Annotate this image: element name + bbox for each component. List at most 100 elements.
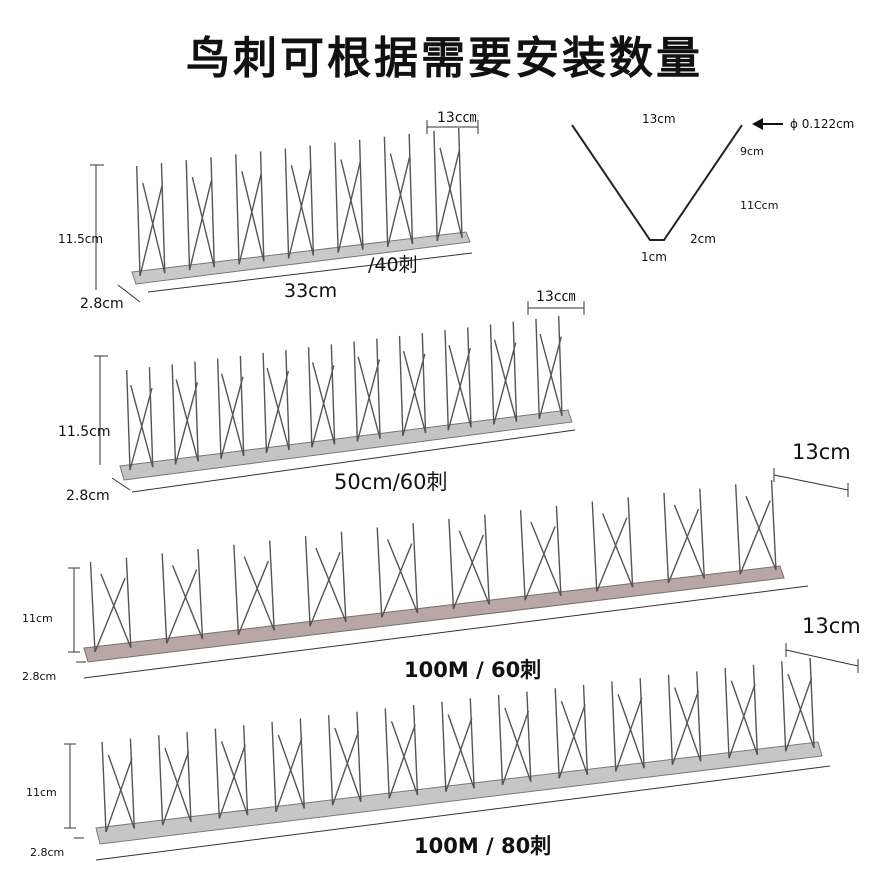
spike-wire — [307, 347, 313, 448]
spike-wire — [489, 324, 495, 425]
spike-wire — [241, 171, 265, 262]
spike-strip-1 — [131, 231, 471, 285]
spike-wire — [214, 728, 220, 819]
spike-wire — [493, 339, 518, 422]
spike-wire — [752, 664, 759, 755]
spike-wire — [501, 710, 530, 786]
spike-wire — [674, 687, 702, 762]
spike-wire — [591, 501, 598, 592]
spike-wire — [696, 671, 702, 762]
spike-wire — [387, 156, 411, 247]
spike-wire — [186, 731, 192, 822]
spike-wire — [734, 484, 741, 575]
spike-wire — [402, 350, 427, 434]
spike-wire — [781, 661, 787, 752]
spike-wire — [381, 543, 413, 618]
product-1-dimension-lines — [90, 120, 479, 303]
v-side-lower-label: 2cm — [690, 232, 716, 246]
product-2-base-width-label: 2.8cm — [66, 488, 110, 504]
spike-wire — [125, 557, 132, 648]
product-4-caption: 100M / 80刺 — [414, 834, 552, 858]
spike-wire — [158, 735, 164, 826]
spike-strip-4 — [95, 741, 823, 845]
spike-wire — [269, 540, 275, 631]
product-3-base-width-label: 2.8cm — [22, 670, 57, 683]
spikes-strip-4 — [101, 657, 815, 833]
spike-wire — [398, 335, 404, 436]
spike-wire — [390, 721, 419, 796]
spike-wire — [160, 163, 166, 274]
spike-wire — [94, 577, 126, 653]
spike-wire — [539, 333, 563, 417]
spike-wire — [259, 151, 265, 262]
spike-wire — [105, 757, 133, 833]
spike-wire — [558, 704, 586, 779]
spike-wire — [526, 691, 532, 782]
spike-wire — [386, 539, 419, 614]
spike-wire — [171, 564, 204, 640]
product-1-base-width-label: 2.8cm — [80, 296, 124, 312]
spike-wire — [389, 153, 414, 245]
v-top-width-label: 13cm — [642, 112, 676, 126]
spike-wire — [673, 504, 705, 579]
product-4-height-label: 11cm — [26, 786, 57, 799]
spike-wire — [448, 345, 472, 428]
spike-wire — [266, 367, 290, 451]
spike-wire — [538, 336, 562, 420]
product-2-spread-label: 13c㎝ — [536, 289, 576, 305]
spike-wire — [166, 569, 198, 644]
spike-wire — [412, 705, 419, 796]
spike-wire — [100, 573, 132, 648]
spike-wire — [512, 321, 518, 422]
spike-wire — [787, 673, 815, 749]
spike-wire — [130, 384, 154, 468]
spike-wire — [334, 727, 362, 802]
spike-wire — [452, 534, 485, 610]
v-wire-diameter-label: ϕ 0.122cm — [790, 117, 855, 131]
spike-wire — [311, 365, 335, 448]
spike-wire — [745, 495, 777, 571]
spike-wire — [493, 342, 517, 425]
spike-wire — [730, 680, 759, 755]
spike-wire — [530, 521, 562, 597]
spike-wire — [615, 697, 643, 772]
spike-wire — [617, 694, 645, 769]
spike-wire — [596, 517, 628, 592]
spike-wire — [376, 338, 381, 439]
spike-wire — [220, 376, 244, 459]
spike-wire — [243, 556, 275, 631]
spike-wire — [290, 165, 315, 256]
spike-wire — [383, 136, 389, 247]
spike-wire — [447, 714, 475, 789]
spike-wire — [436, 150, 460, 242]
product-1-spread-label: 13c㎝ — [437, 110, 477, 126]
spike-wire — [238, 173, 262, 265]
spike-wire — [330, 344, 336, 445]
spike-wire — [107, 754, 135, 829]
spike-wire — [671, 690, 700, 766]
spike-wire — [175, 379, 199, 462]
spike-wire — [785, 677, 813, 752]
spike-wire — [448, 518, 455, 609]
spike-wire — [265, 370, 290, 454]
spike-wire — [315, 547, 347, 623]
v-cross-section — [571, 124, 743, 241]
spike-wire — [809, 657, 815, 749]
spike-wire — [218, 744, 246, 819]
spike-wire — [554, 688, 560, 779]
spike-wire — [331, 731, 360, 806]
spike-wire — [467, 327, 472, 428]
spike-wire — [445, 717, 473, 792]
spike-wire — [535, 318, 540, 419]
spike-wire — [216, 358, 222, 459]
spike-wire — [304, 536, 311, 627]
spike-wire — [233, 544, 240, 635]
spike-wire — [504, 707, 532, 782]
product-1-spikes-label: /40刺 — [368, 254, 418, 276]
spikes-strip-2 — [126, 315, 563, 471]
product-4-base-width-label: 2.8cm — [30, 846, 65, 859]
spike-wire — [89, 561, 96, 653]
spike-wire — [739, 500, 771, 575]
spike-wire — [388, 724, 416, 799]
spike-wire — [412, 523, 419, 614]
